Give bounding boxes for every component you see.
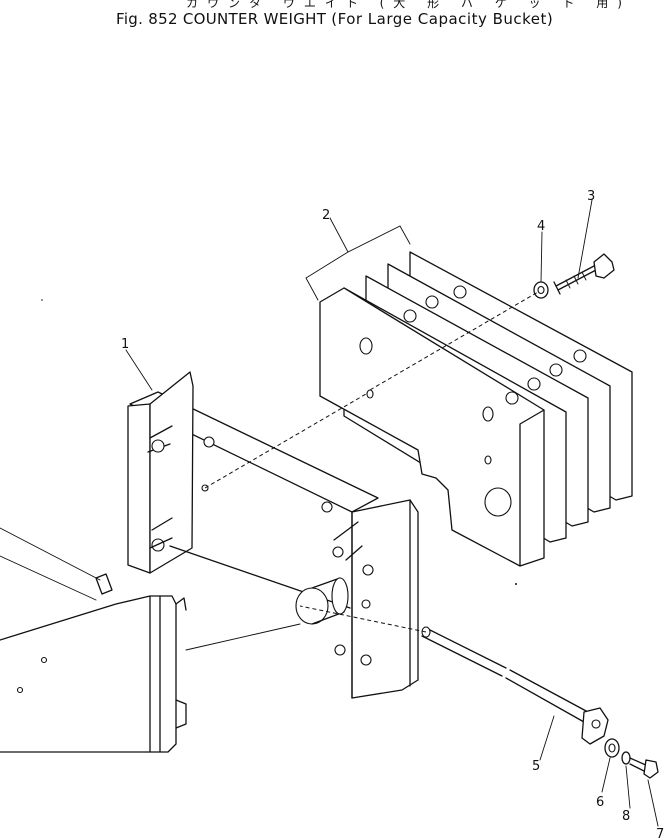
callout-1: 1 <box>121 337 129 352</box>
figure-title-english: Fig. 852 COUNTER WEIGHT <box>116 10 327 28</box>
pin-washer <box>604 738 620 758</box>
print-speck <box>41 299 43 301</box>
figure-title-japanese: カウンタ ウエイト (大 形 バ ケ ッ ト 用) <box>186 0 631 10</box>
callout-leaders <box>125 199 659 827</box>
counterweight-washer <box>533 281 549 299</box>
callout-8: 8 <box>622 809 630 824</box>
counterweight-bolt <box>553 253 615 295</box>
callout-7: 7 <box>656 827 664 840</box>
bracket-frame <box>127 371 419 699</box>
print-speck <box>515 583 517 585</box>
callout-3: 3 <box>587 189 595 204</box>
callout-6: 6 <box>596 795 604 810</box>
machine-frame <box>0 527 301 753</box>
counterweight-plate-stack <box>319 251 633 567</box>
spring-washer <box>621 751 631 765</box>
figure-title: Fig. 852 COUNTER WEIGHT (For Large Capac… <box>116 10 553 28</box>
callout-2: 2 <box>322 208 330 223</box>
pivot-pin <box>421 626 609 745</box>
callout-5: 5 <box>532 759 540 774</box>
assembly-lines <box>204 291 539 633</box>
callout-4: 4 <box>537 219 545 234</box>
pin-bolt <box>629 757 659 779</box>
figure-subtitle: (For Large Capacity Bucket) <box>331 10 554 28</box>
figure-title-block: カウンタ ウエイト (大 形 バ ケ ッ ト 用) Fig. 852 COUNT… <box>0 0 666 34</box>
